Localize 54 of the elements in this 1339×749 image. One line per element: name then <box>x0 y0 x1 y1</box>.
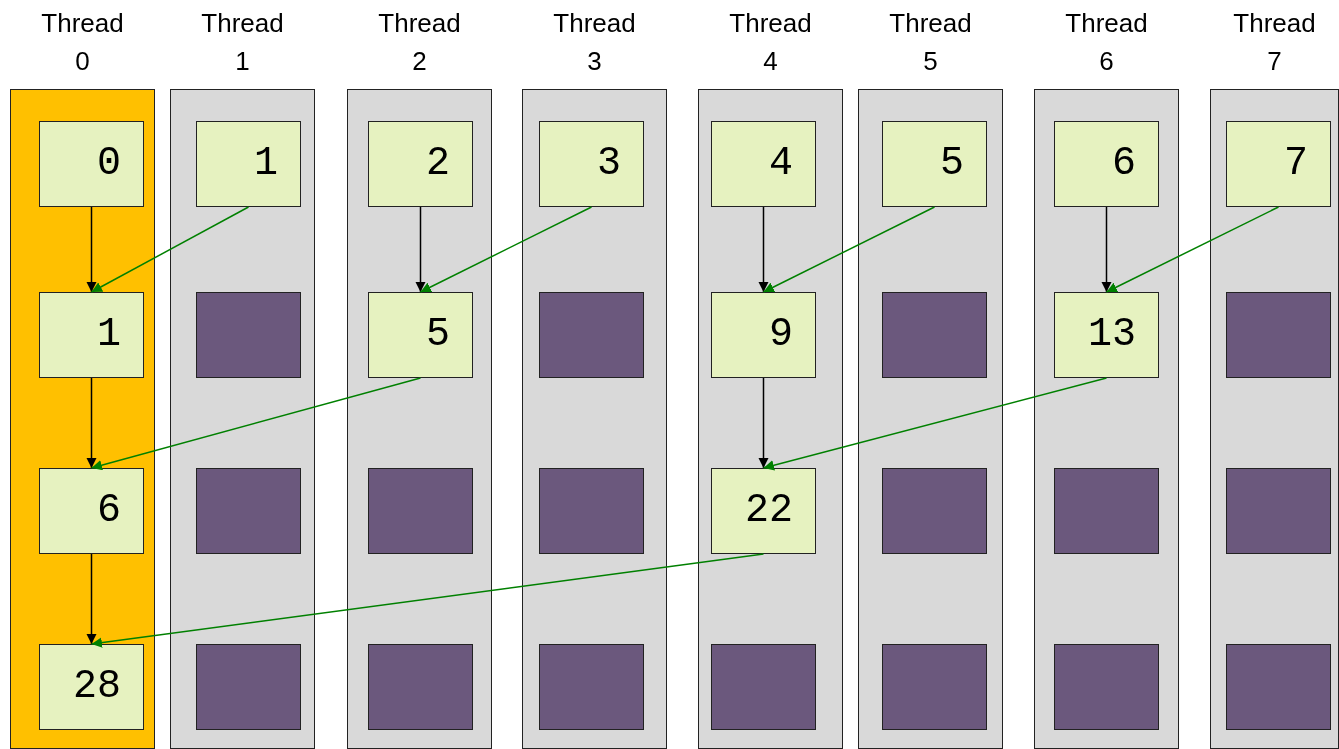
arrow <box>86 206 97 293</box>
arrow <box>86 553 97 645</box>
arrow <box>419 206 593 293</box>
value-cell: 6 <box>1054 121 1159 207</box>
arrow <box>1105 206 1280 293</box>
empty-cell <box>1054 644 1159 730</box>
empty-cell <box>1226 292 1331 378</box>
empty-cell <box>882 292 987 378</box>
arrow <box>86 377 97 469</box>
value-cell: 0 <box>39 121 144 207</box>
arrow <box>758 206 769 293</box>
thread-label: Thread 6 <box>1064 7 1149 78</box>
empty-cell <box>1054 468 1159 554</box>
value-cell: 5 <box>368 292 473 378</box>
thread-label: Thread 5 <box>888 7 973 78</box>
empty-cell <box>196 644 301 730</box>
value-cell: 28 <box>39 644 144 730</box>
thread-label: Thread 0 <box>40 7 125 78</box>
value-cell: 22 <box>711 468 816 554</box>
value-cell: 1 <box>39 292 144 378</box>
empty-cell <box>1226 468 1331 554</box>
value-cell: 2 <box>368 121 473 207</box>
thread-label: Thread 3 <box>552 7 637 78</box>
value-cell: 1 <box>196 121 301 207</box>
empty-cell <box>196 468 301 554</box>
value-cell: 6 <box>39 468 144 554</box>
thread-label: Thread 7 <box>1232 7 1317 78</box>
value-cell: 3 <box>539 121 644 207</box>
arrow <box>758 377 769 469</box>
empty-cell <box>368 644 473 730</box>
empty-cell <box>711 644 816 730</box>
arrow <box>90 206 250 293</box>
value-cell: 4 <box>711 121 816 207</box>
thread-label: Thread 4 <box>728 7 813 78</box>
empty-cell <box>368 468 473 554</box>
arrow <box>90 553 765 648</box>
value-cell: 9 <box>711 292 816 378</box>
arrow <box>415 206 426 293</box>
empty-cell <box>882 644 987 730</box>
empty-cell <box>882 468 987 554</box>
empty-cell <box>539 644 644 730</box>
value-cell: 5 <box>882 121 987 207</box>
arrow <box>1101 206 1112 293</box>
empty-cell <box>196 292 301 378</box>
arrow <box>762 377 1108 471</box>
empty-cell <box>539 468 644 554</box>
value-cell: 7 <box>1226 121 1331 207</box>
thread-label: Thread 2 <box>377 7 462 78</box>
empty-cell <box>1226 644 1331 730</box>
arrow <box>90 377 422 471</box>
arrow <box>762 206 936 293</box>
empty-cell <box>539 292 644 378</box>
value-cell: 13 <box>1054 292 1159 378</box>
thread-label: Thread 1 <box>200 7 285 78</box>
